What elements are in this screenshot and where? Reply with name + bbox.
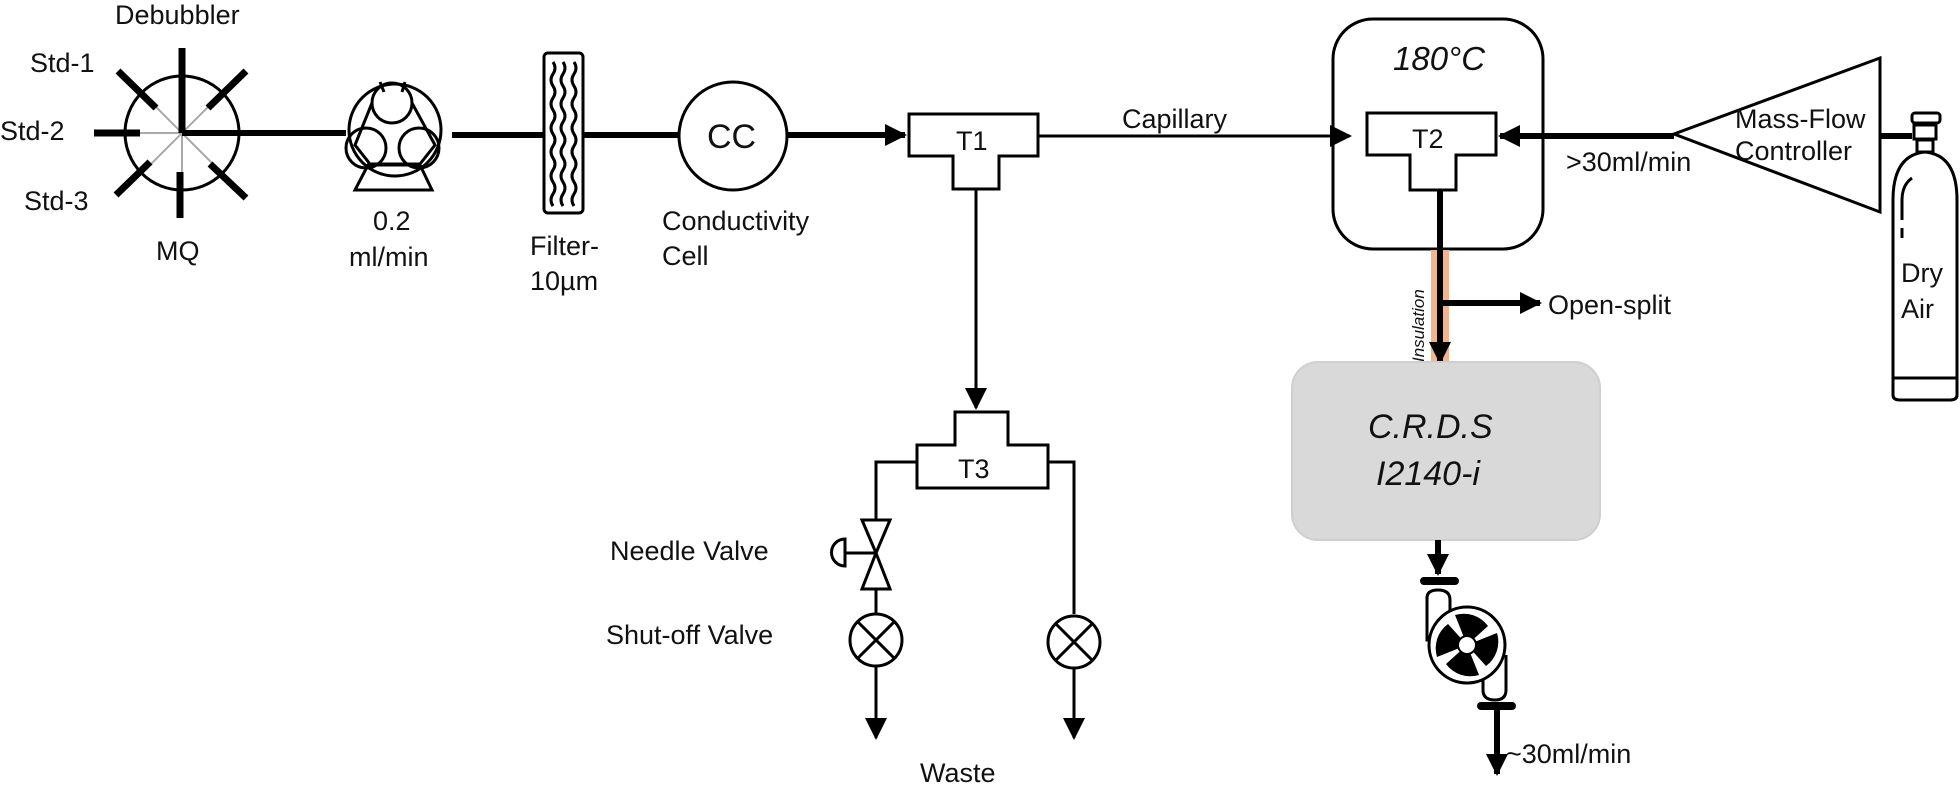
shutoff-valve-label: Shut-off Valve — [606, 620, 773, 650]
open-split-label: Open-split — [1548, 290, 1672, 320]
t3-label: T3 — [958, 454, 990, 484]
analyzer-label-line1: C.R.D.S — [1368, 408, 1493, 446]
pump-flow-line2: ml/min — [349, 242, 429, 272]
vacuum-flow-label: ~30ml/min — [1506, 739, 1631, 769]
dry-air-cylinder: Dry Air — [1891, 111, 1959, 402]
cc-symbol: CC — [707, 118, 756, 156]
line-t3-right-branch — [1048, 460, 1076, 614]
port-mq: MQ — [156, 236, 200, 266]
mass-flow-controller: Mass-Flow Controller — [1669, 55, 1882, 215]
line-t3-left-branch — [874, 460, 917, 520]
debubbler: Debubbler Std-1 Std-2 Std-3 MQ — [0, 0, 249, 266]
dry-air-label-line1: Dry — [1901, 258, 1943, 288]
port-std-2: Std-2 — [0, 116, 65, 146]
waste-label: Waste — [920, 758, 996, 787]
mfc-flow-label: >30ml/min — [1566, 147, 1691, 177]
debubbler-ports — [94, 48, 249, 218]
hplc-pump: 0.2 ml/min — [344, 81, 443, 272]
insulation-label: Insulation — [1409, 289, 1428, 362]
shutoff-valve-left — [848, 612, 904, 668]
fan-icon — [1435, 613, 1499, 677]
tee-t2: T2 — [1365, 111, 1498, 192]
pump-flow-line1: 0.2 — [373, 206, 411, 236]
mfc-label-line2: Controller — [1735, 136, 1852, 166]
debubbler-label: Debubbler — [115, 0, 240, 30]
vacuum-pump — [1420, 577, 1516, 710]
filter-label-line1: Filter- — [530, 231, 599, 261]
capillary-label: Capillary — [1122, 104, 1228, 134]
cc-label-line1: Conductivity — [662, 206, 810, 236]
cc-label-line2: Cell — [662, 241, 709, 271]
t2-label: T2 — [1412, 124, 1444, 154]
mfc-label-line1: Mass-Flow — [1735, 104, 1866, 134]
tee-t3: T3 — [915, 410, 1050, 490]
shutoff-valve-right — [1046, 614, 1102, 670]
crds-analyzer: C.R.D.S I2140-i — [1291, 361, 1601, 541]
filter-label-line2: 10µm — [530, 266, 598, 296]
oven-temperature: 180°C — [1393, 40, 1486, 77]
dry-air-label-line2: Air — [1901, 294, 1934, 324]
filter: Filter- 10µm — [530, 51, 599, 296]
tee-t1: T1 — [907, 112, 1040, 191]
needle-valve — [830, 518, 893, 591]
analyzer-label-line2: I2140-i — [1376, 455, 1481, 493]
needle-valve-label: Needle Valve — [610, 536, 769, 566]
t1-label: T1 — [956, 126, 988, 156]
conductivity-cell: CC Conductivity Cell — [662, 80, 810, 271]
port-std-1: Std-1 — [30, 48, 95, 78]
port-std-3: Std-3 — [24, 186, 89, 216]
